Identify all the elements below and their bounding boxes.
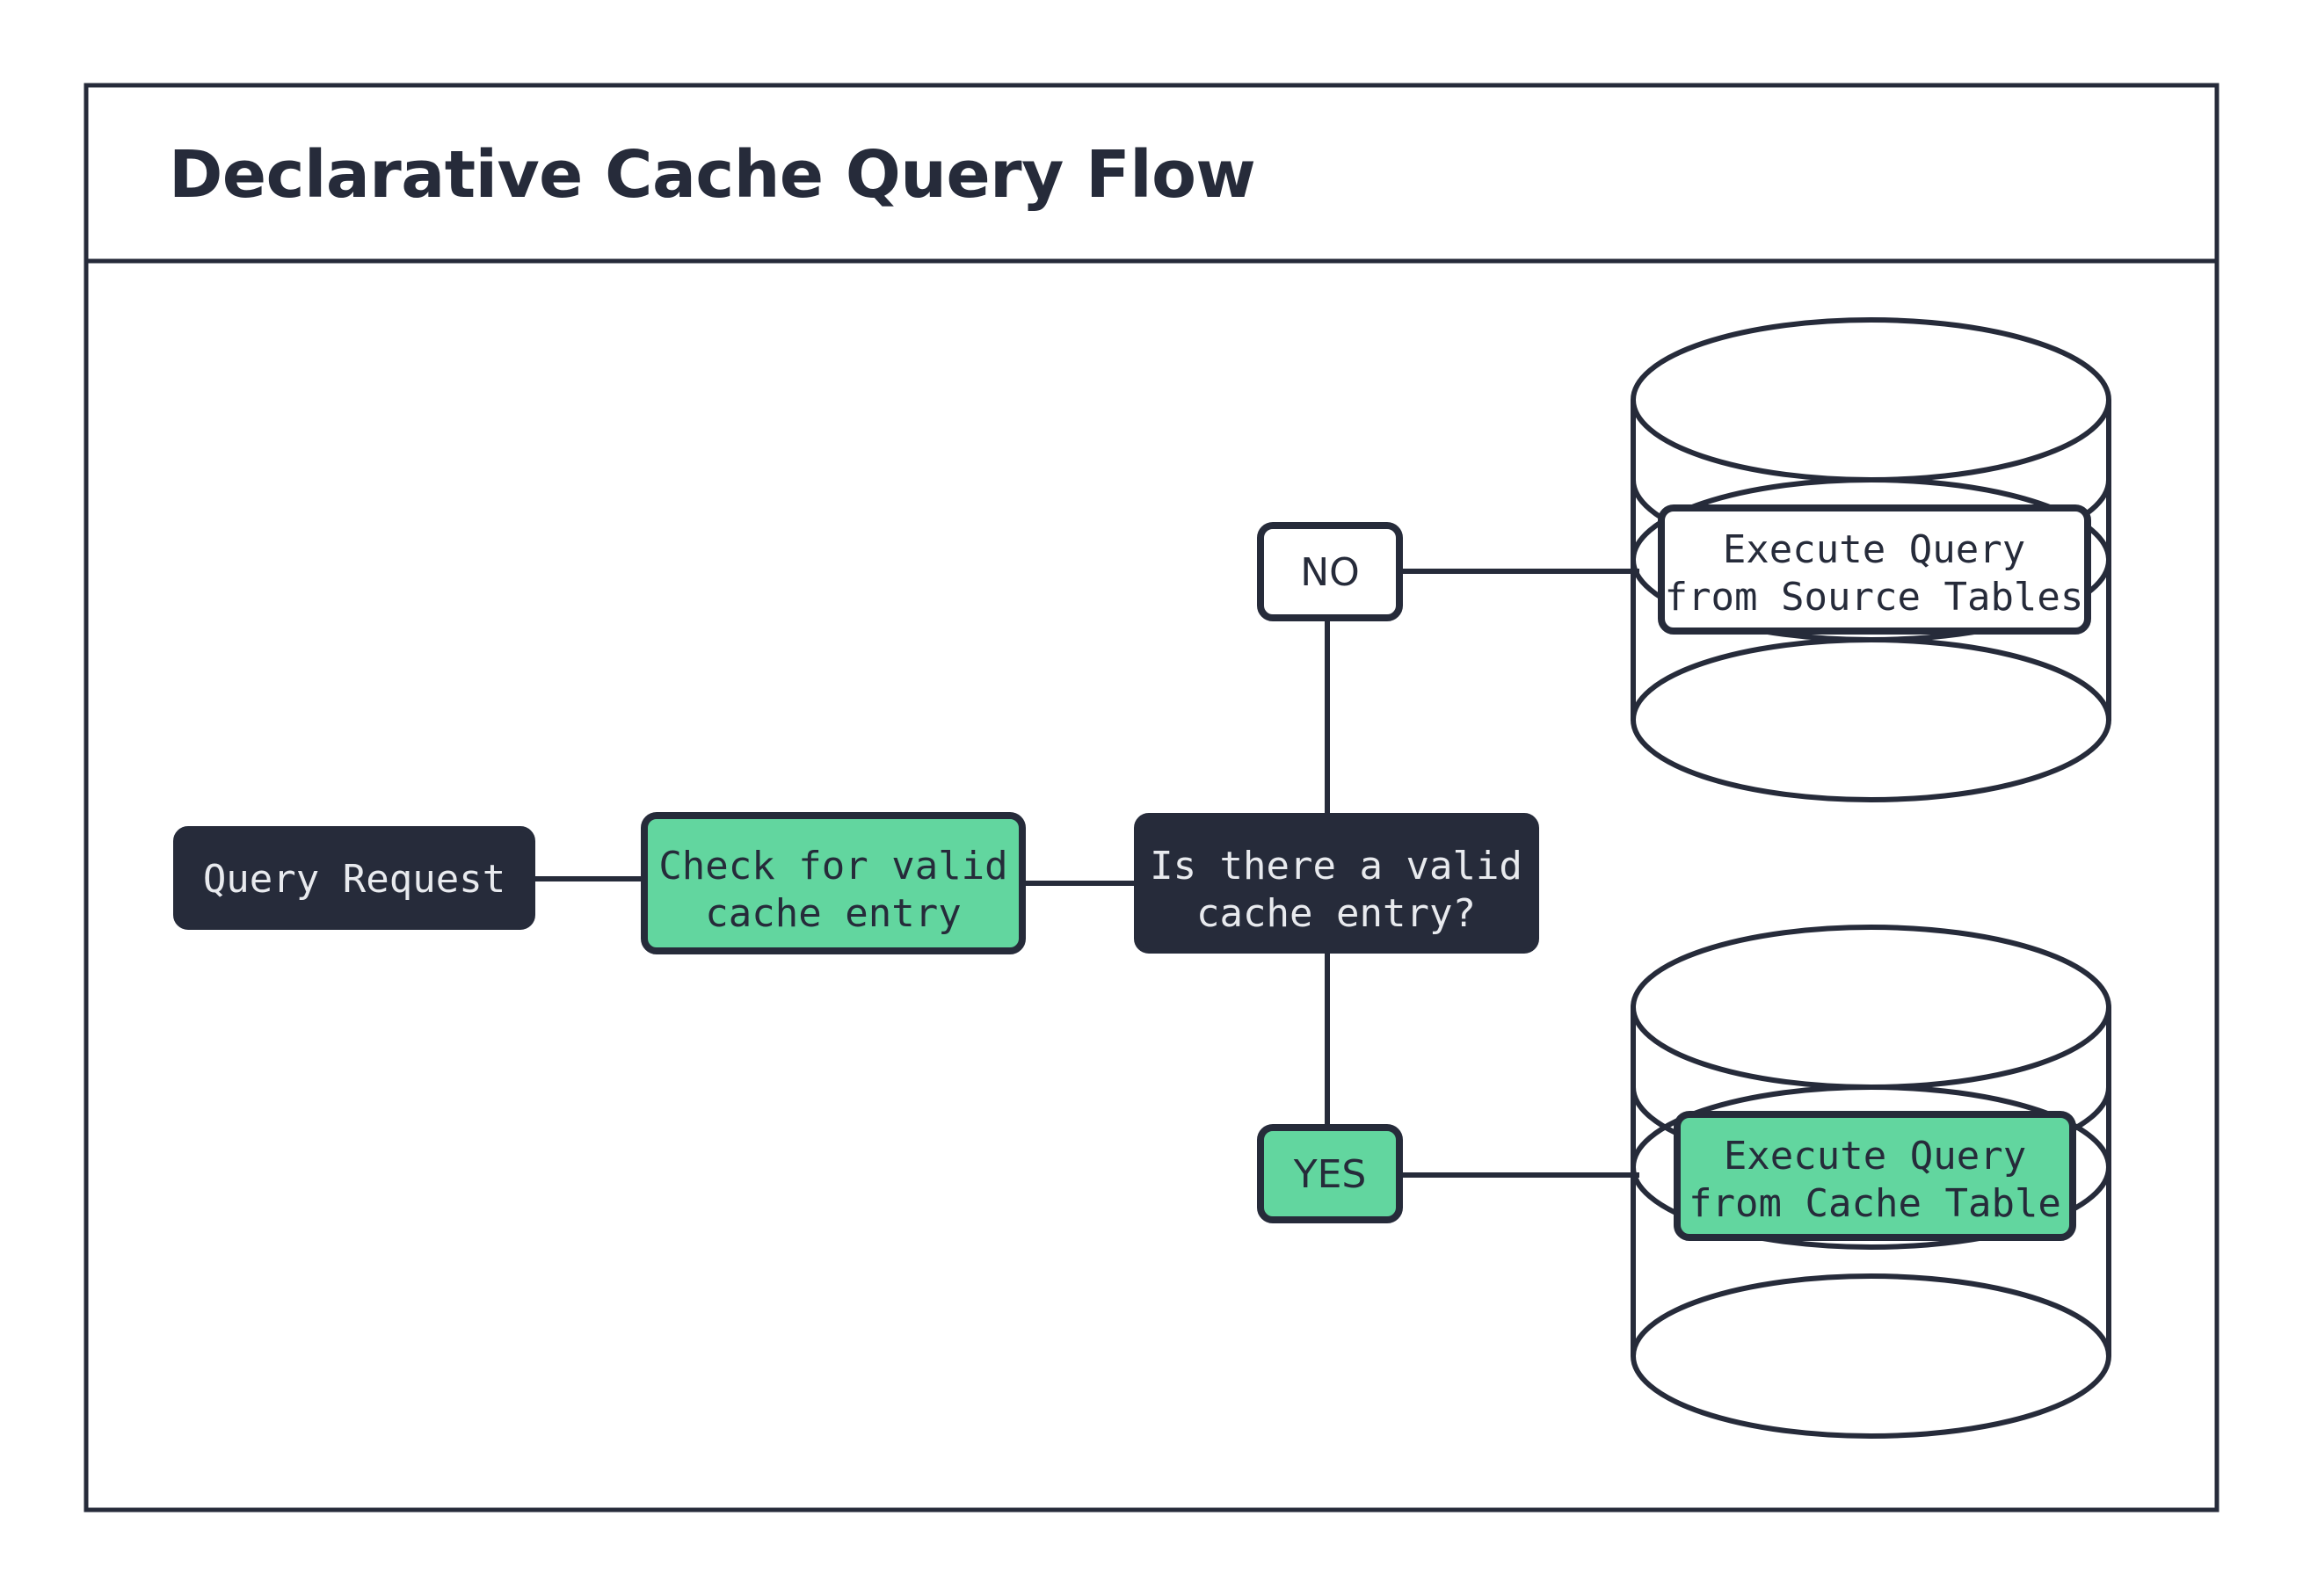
source-tables-label-box[interactable] bbox=[1658, 504, 2091, 635]
node-decision-valid-cache[interactable] bbox=[1134, 813, 1539, 954]
decision-label-line2: cache entry? bbox=[1196, 891, 1476, 936]
node-check-cache[interactable] bbox=[641, 812, 1026, 954]
source-tables-label-line1: Execute Query bbox=[1723, 527, 2025, 572]
node-query-request[interactable] bbox=[173, 826, 535, 930]
check-cache-label-line2: cache entry bbox=[705, 891, 961, 936]
node-branch-yes[interactable] bbox=[1257, 1124, 1403, 1223]
node-branch-no[interactable] bbox=[1257, 522, 1403, 621]
cache-table-label-box[interactable] bbox=[1674, 1111, 2076, 1241]
query-request-label: Query Request bbox=[203, 857, 505, 902]
cache-table-label-line2: from Cache Table bbox=[1689, 1181, 2061, 1226]
branch-no-label: NO bbox=[1300, 550, 1360, 595]
branch-yes-label: YES bbox=[1293, 1152, 1367, 1197]
page-title: Declarative Cache Query Flow bbox=[169, 137, 1255, 213]
cache-table-label-line1: Execute Query bbox=[1724, 1134, 2026, 1179]
cache-table-database-shape bbox=[1631, 925, 2111, 1439]
check-cache-label-line1: Check for valid bbox=[658, 844, 1007, 889]
decision-label-line1: Is there a valid bbox=[1150, 844, 1522, 889]
source-tables-label-line2: from Source Tables bbox=[1665, 575, 2084, 620]
